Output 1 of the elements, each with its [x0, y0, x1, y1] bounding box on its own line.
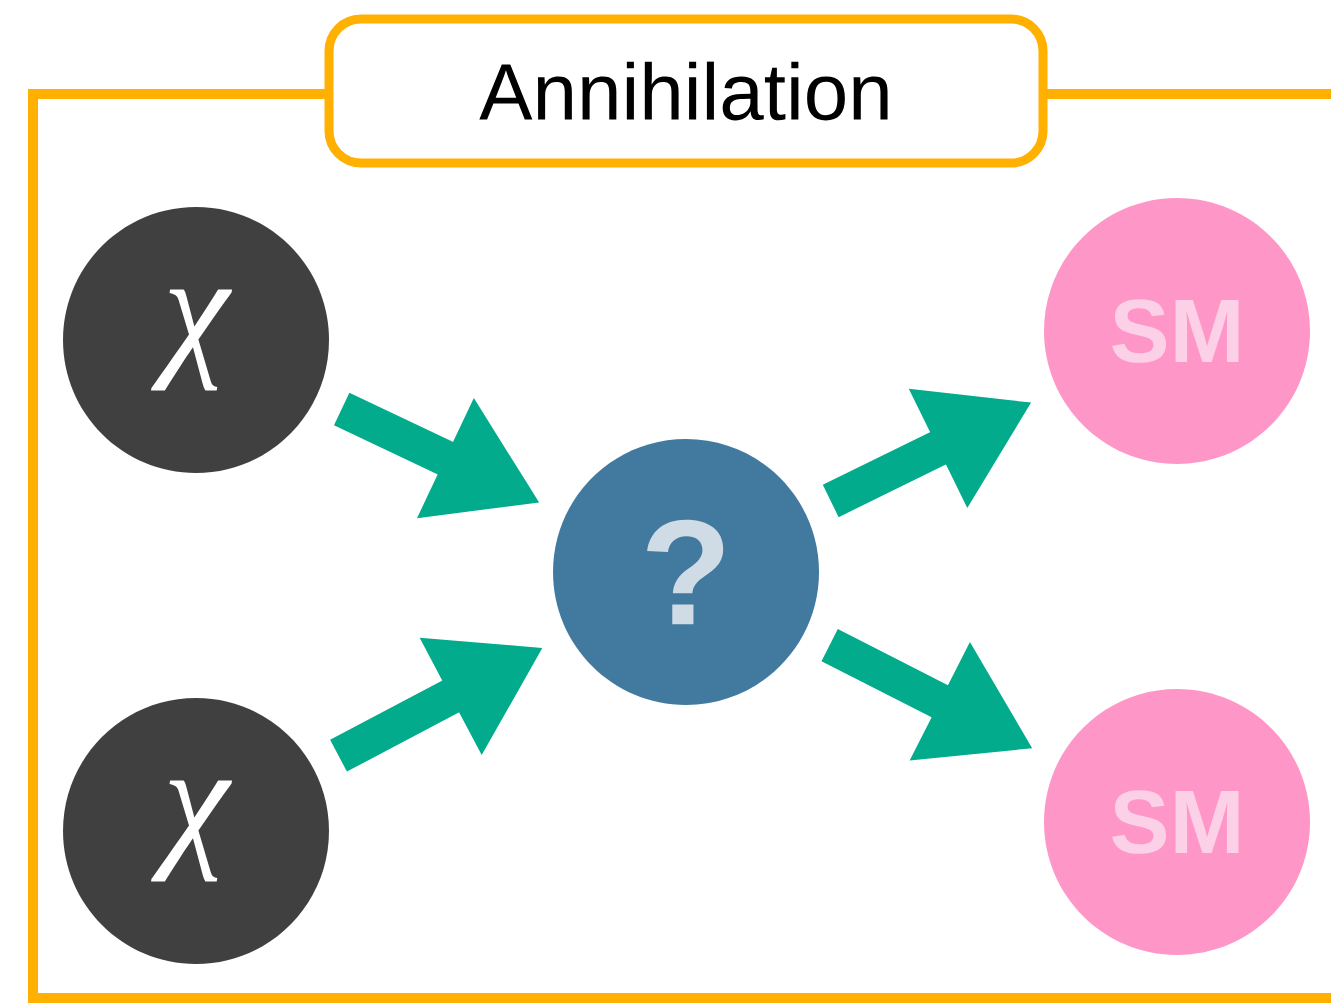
- title-box: Annihilation: [324, 14, 1048, 168]
